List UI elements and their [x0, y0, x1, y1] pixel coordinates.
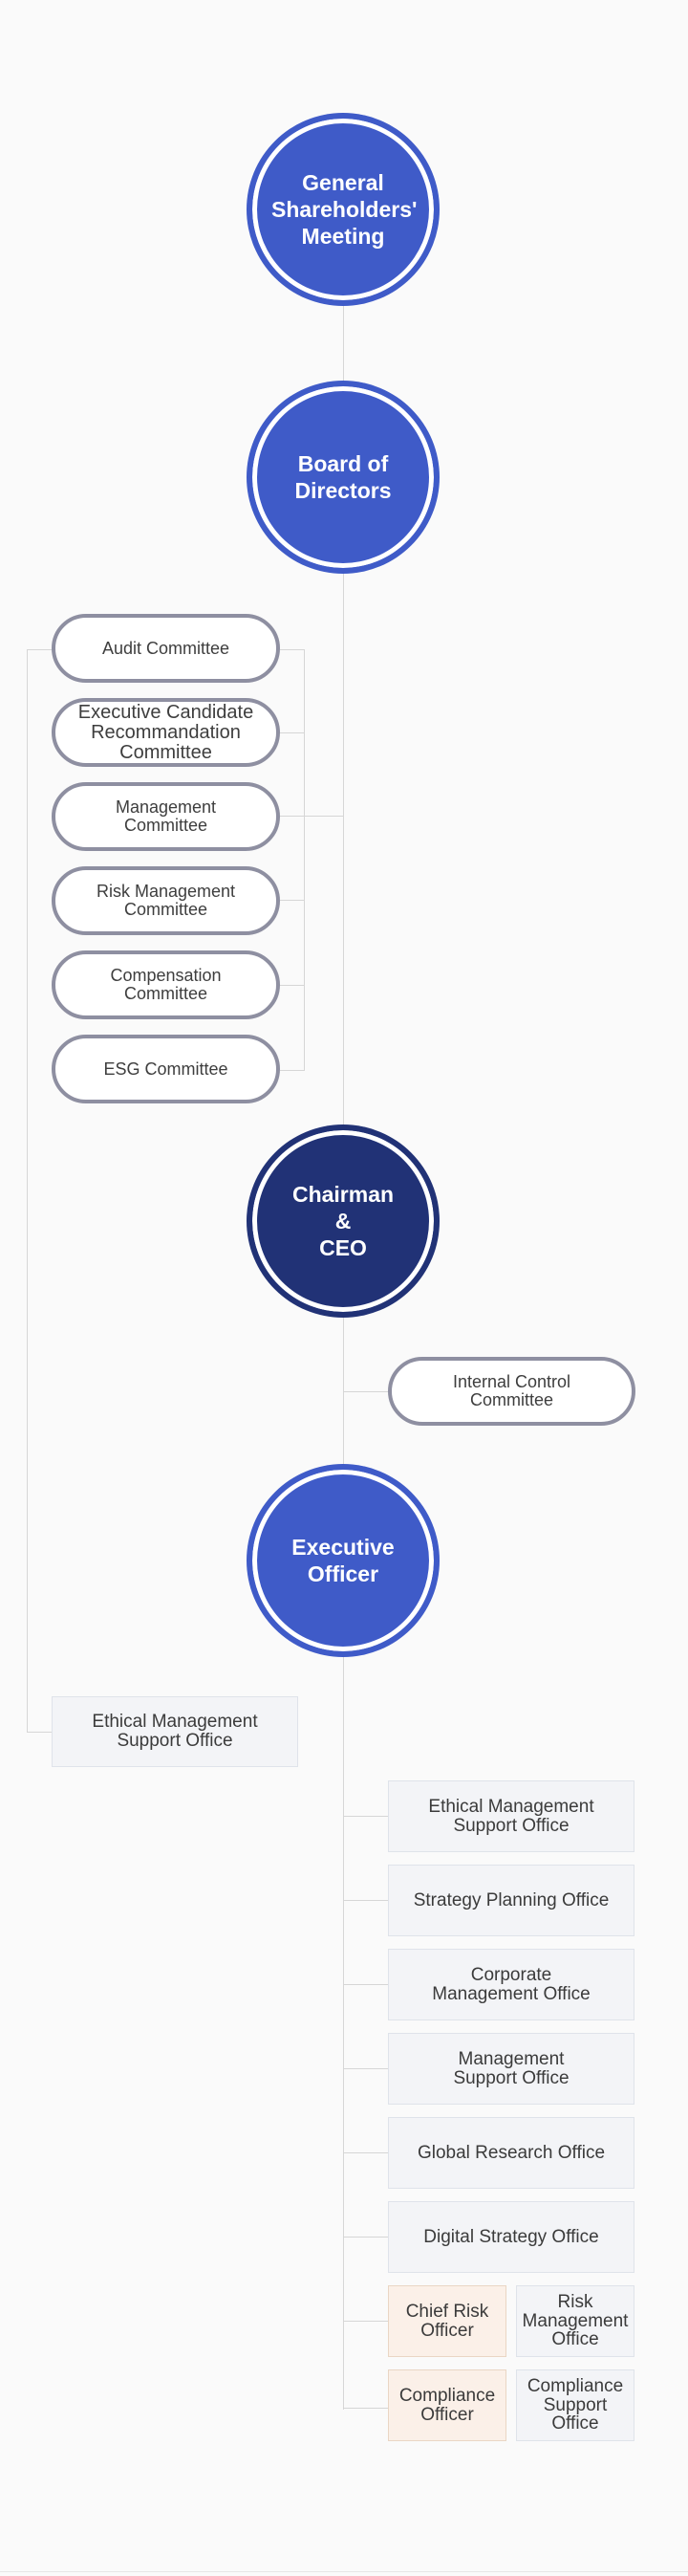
- audit-committee-node: Audit Committee: [52, 614, 280, 683]
- compensation-committee-node: Compensation Committee: [52, 950, 280, 1019]
- digital-strategy-office-node: Digital Strategy Office: [388, 2201, 634, 2273]
- esg-committee-node: ESG Committee: [52, 1035, 280, 1103]
- internal-control-committee-node: Internal Control Committee: [388, 1357, 635, 1426]
- page-bottom-divider: [0, 2571, 688, 2572]
- office-connector-3: [343, 1984, 388, 1985]
- compliance-officer-node: Compliance Officer: [388, 2369, 506, 2441]
- committee-vertical: [304, 649, 305, 1071]
- office-connector-5: [343, 2152, 388, 2153]
- board-of-directors-node: Board of Directors: [249, 383, 437, 571]
- left-outer-top-connector: [27, 649, 53, 650]
- committee-connector-1: [280, 649, 304, 650]
- main-spine-top: [343, 302, 344, 382]
- office-connector-8: [343, 2408, 388, 2409]
- committee-connector-2: [280, 732, 304, 733]
- chairman-and-ceo-label: Chairman & CEO: [291, 1181, 395, 1261]
- office-connector-4: [343, 2068, 388, 2069]
- ethical-management-support-office-node: Ethical Management Support Office: [388, 1780, 634, 1852]
- general-shareholders-meeting-node: General Shareholders' Meeting: [249, 116, 437, 303]
- office-connector-2: [343, 1900, 388, 1901]
- internal-control-connector: [343, 1391, 388, 1392]
- management-support-office-node: Management Support Office: [388, 2033, 634, 2105]
- risk-management-office-node: Risk Management Office: [516, 2285, 634, 2357]
- executive-officer-node: Executive Officer: [249, 1467, 437, 1654]
- corporate-management-office-node: Corporate Management Office: [388, 1949, 634, 2020]
- compliance-support-office-node: Compliance Support Office: [516, 2369, 634, 2441]
- committee-connector-6: [280, 1070, 304, 1071]
- main-spine-board-to-chairman: [343, 571, 344, 1127]
- committee-connector-3: [280, 816, 304, 817]
- general-shareholders-meeting-label: General Shareholders' Meeting: [271, 169, 418, 250]
- executive-officer-label: Executive Officer: [291, 1534, 395, 1586]
- executive-candidate-recommandation-committee-node: Executive Candidate Recommandation Commi…: [52, 698, 280, 767]
- committee-main-connector: [304, 816, 343, 817]
- office-connector-6: [343, 2237, 388, 2238]
- left-outer-bottom-connector: [27, 1732, 52, 1733]
- committee-connector-5: [280, 985, 304, 986]
- main-spine-chairman-to-executive: [343, 1314, 344, 1467]
- committee-connector-4: [280, 900, 304, 901]
- global-research-office-node: Global Research Office: [388, 2117, 634, 2189]
- management-committee-node: Management Committee: [52, 782, 280, 851]
- main-spine-executive-to-offices: [343, 1653, 344, 2410]
- left-ethical-management-support-office-node: Ethical Management Support Office: [52, 1696, 298, 1767]
- board-of-directors-label: Board of Directors: [294, 450, 392, 503]
- risk-management-committee-node: Risk Management Committee: [52, 866, 280, 935]
- office-connector-7: [343, 2321, 388, 2322]
- chairman-and-ceo-node: Chairman & CEO: [249, 1127, 437, 1315]
- left-outer-vertical: [27, 649, 28, 1733]
- strategy-planning-office-node: Strategy Planning Office: [388, 1865, 634, 1936]
- chief-risk-officer-node: Chief Risk Officer: [388, 2285, 506, 2357]
- office-connector-1: [343, 1816, 388, 1817]
